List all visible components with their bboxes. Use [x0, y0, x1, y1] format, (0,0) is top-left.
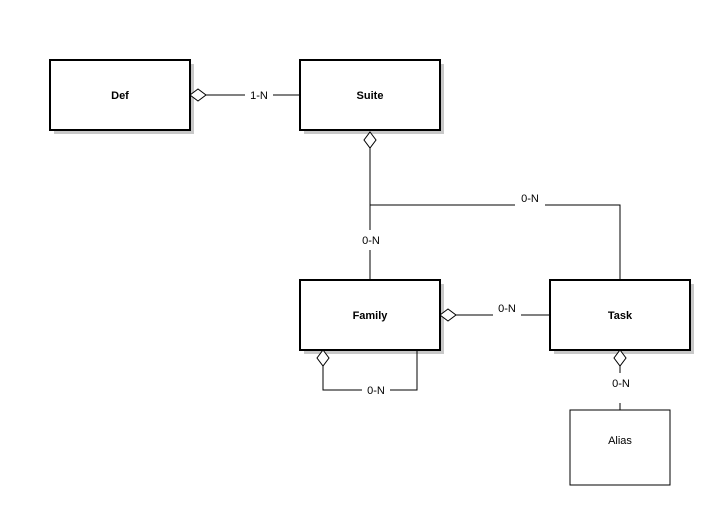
family-box	[299, 279, 441, 351]
suite-box	[299, 59, 441, 131]
alias-title: Alias	[608, 435, 632, 447]
family-title: Family	[353, 310, 389, 322]
def-aggregation-diamond-icon	[189, 88, 207, 102]
suite-aggregation-diamond-icon	[363, 131, 377, 149]
task-title: Task	[608, 310, 633, 322]
family-loop-line-a	[322, 366, 362, 391]
def-suite-multiplicity: 1-N	[250, 90, 268, 102]
family-family-multiplicity: 0-N	[367, 385, 385, 397]
family-task-aggregation-diamond-icon	[439, 308, 457, 322]
task-box	[549, 279, 691, 351]
family-loop-line-b	[390, 350, 418, 391]
suite-task-multiplicity: 0-N	[521, 193, 539, 205]
def-title: Def	[111, 90, 129, 102]
def-box	[49, 59, 191, 131]
task-alias-multiplicity: 0-N	[612, 378, 630, 390]
family-task-multiplicity: 0-N	[498, 303, 516, 315]
task-alias-aggregation-diamond-icon	[613, 349, 627, 367]
family-self-aggregation-diamond-icon	[316, 349, 330, 367]
alias-box	[569, 409, 671, 486]
suite-task-line-b	[545, 204, 621, 280]
suite-family-multiplicity: 0-N	[362, 235, 380, 247]
suite-title: Suite	[357, 90, 384, 102]
